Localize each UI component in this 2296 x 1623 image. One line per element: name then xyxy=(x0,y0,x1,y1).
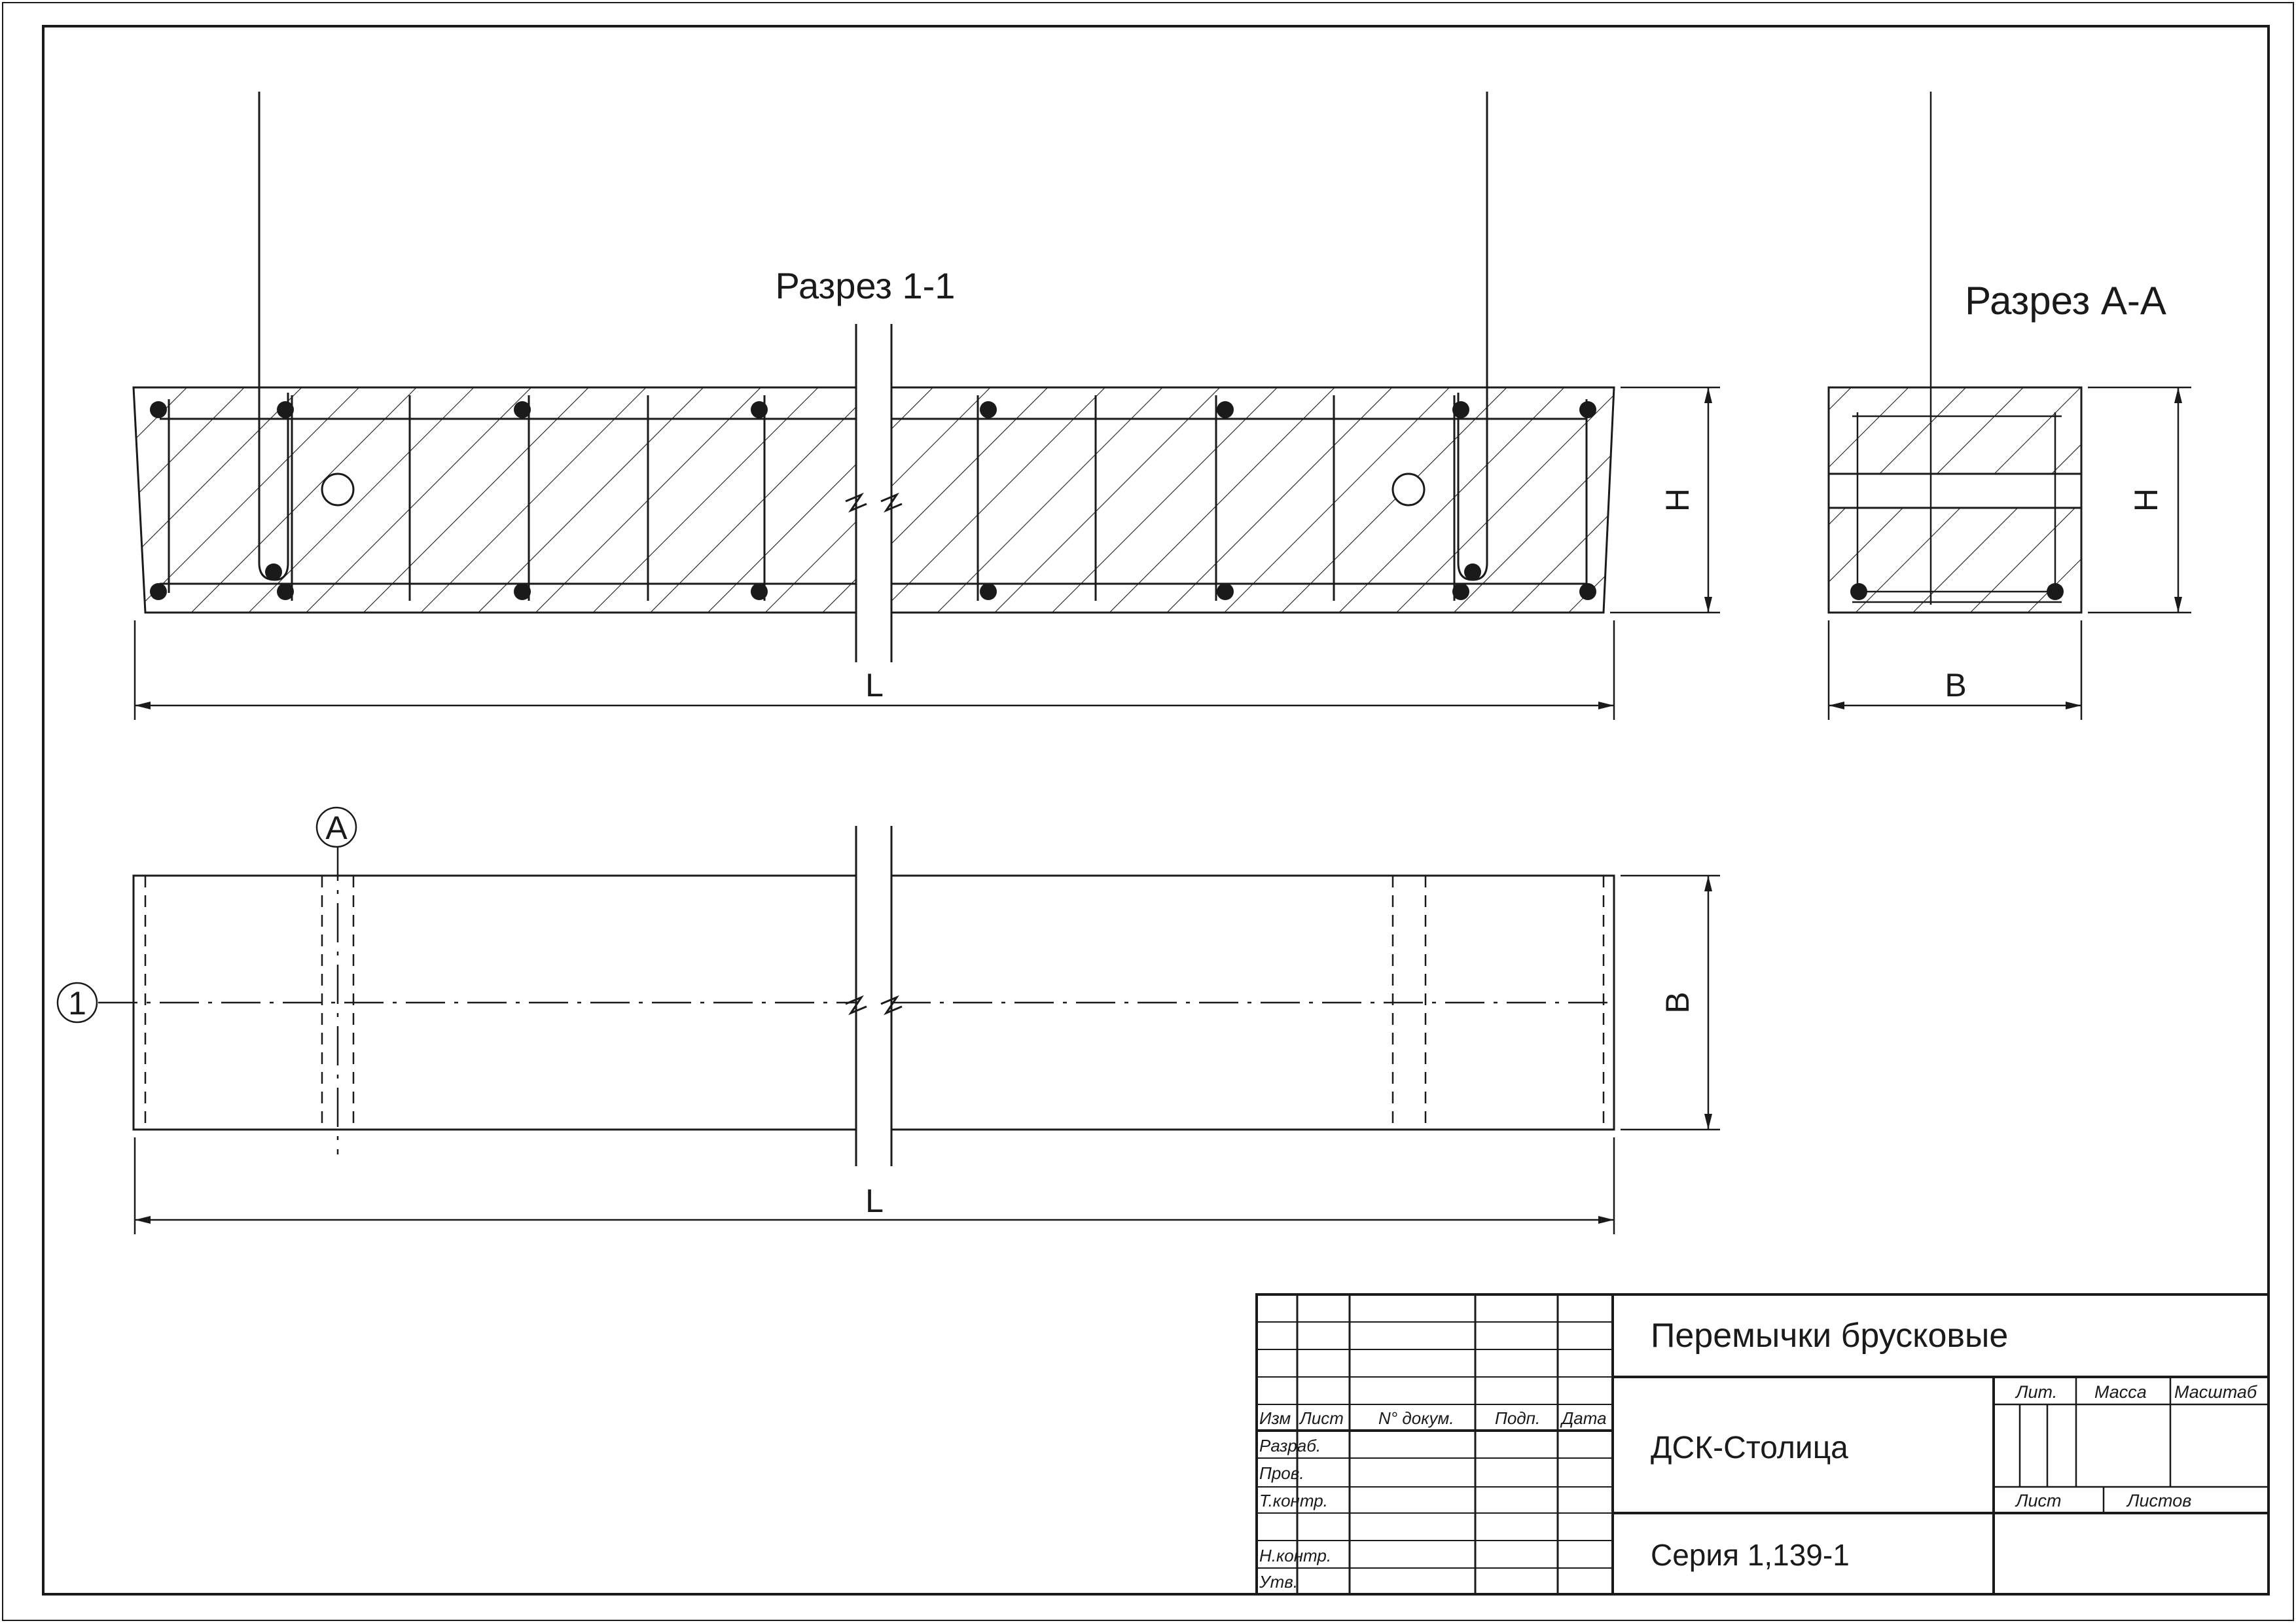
tb-sheet: Лист xyxy=(2015,1491,2062,1510)
dim-label-b-plan: B xyxy=(1659,991,1696,1013)
inner-frame xyxy=(42,25,2270,1596)
position-marker-1: 1 xyxy=(68,985,86,1022)
dim-label-l-plan: L xyxy=(865,1183,884,1219)
rebar-dots xyxy=(150,401,1596,600)
sleeve-hole-right xyxy=(1391,473,1426,507)
tb-norm-control: Н.контр. xyxy=(1259,1546,1331,1565)
beam-section-outline xyxy=(132,386,1615,614)
tb-series: Серия 1,139-1 xyxy=(1651,1538,1850,1572)
section-a-a-rebar xyxy=(1850,583,2064,600)
axis-marker-a: A xyxy=(325,810,348,846)
axis-marker-a-circle xyxy=(315,806,357,848)
title-block-text: Изм Лист N° докум. Подп. Дата Разраб. Пр… xyxy=(1259,1317,2257,1592)
tb-developer: Разраб. xyxy=(1259,1436,1321,1455)
section-a-a-title: Разрез А-А xyxy=(1965,279,2166,323)
dim-label-l-section: L xyxy=(865,667,884,704)
tb-list: Лист xyxy=(1299,1408,1344,1428)
dimension-h-section-aa xyxy=(2088,386,2191,614)
tb-sign: Подп. xyxy=(1495,1408,1540,1428)
tb-drawing-name: Перемычки брусковые xyxy=(1651,1317,2008,1355)
tb-date: Дата xyxy=(1560,1408,1607,1428)
dimension-l-section xyxy=(134,620,1615,720)
tb-tech-control: Т.контр. xyxy=(1259,1491,1328,1510)
tb-scale: Масштаб xyxy=(2174,1382,2257,1402)
section-1-1-title: Разрез 1-1 xyxy=(776,265,956,306)
tb-approved: Утв. xyxy=(1259,1572,1298,1592)
dimension-b-plan xyxy=(1621,874,1720,1131)
tb-doc-no: N° докум. xyxy=(1378,1408,1454,1428)
dim-label-h-section: H xyxy=(1659,488,1696,512)
title-block xyxy=(1255,1293,2270,1596)
dim-label-b-section: B xyxy=(1945,667,1966,704)
tb-checker: Пров. xyxy=(1259,1463,1304,1483)
section-a-a-view: B H Разрез А-А xyxy=(1827,92,2191,720)
tb-organization: ДСК-Столица xyxy=(1651,1431,1848,1465)
reinforcement-cage xyxy=(160,92,1588,601)
plan-view: A 1 L B xyxy=(56,806,1720,1234)
tb-sheets: Листов xyxy=(2126,1491,2191,1510)
dimension-b-section xyxy=(1827,620,2083,720)
tb-mass: Масса xyxy=(2094,1382,2147,1402)
dim-label-h-section-aa: H xyxy=(2128,488,2164,512)
dimension-h-section xyxy=(1610,386,1720,614)
position-marker-1-circle xyxy=(56,982,98,1024)
section-a-a-outline xyxy=(1827,386,2083,614)
sleeve-hole-left xyxy=(321,473,355,507)
section-1-1-view: L H Разрез 1-1 xyxy=(132,92,1720,720)
tb-izm: Изм xyxy=(1259,1408,1291,1428)
tb-lit: Лит. xyxy=(2015,1382,2057,1402)
dimension-l-plan xyxy=(134,1137,1615,1234)
